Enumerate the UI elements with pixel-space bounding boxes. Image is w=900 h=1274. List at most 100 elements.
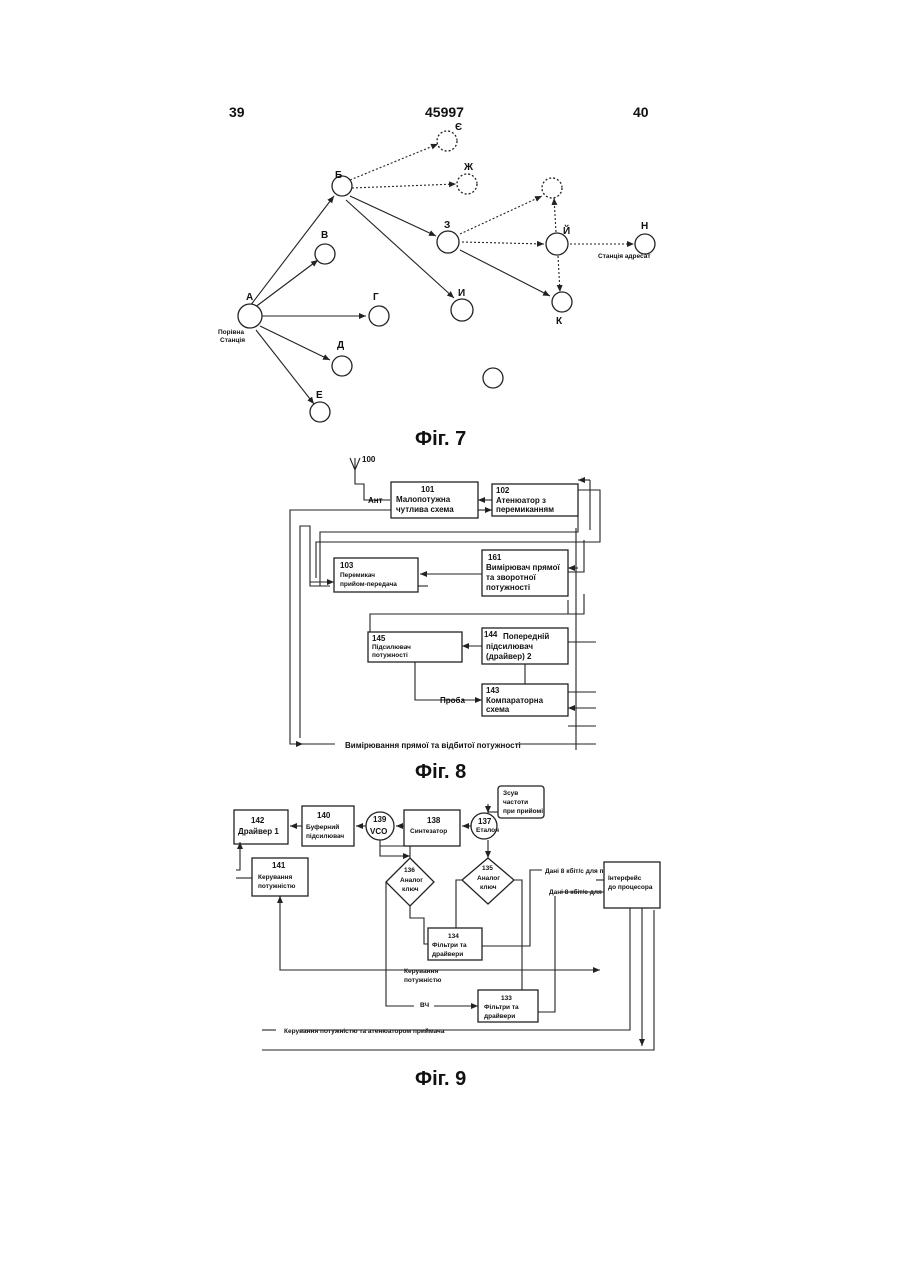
node-isolated — [483, 368, 503, 388]
node-n — [635, 234, 655, 254]
edge-a-d — [260, 326, 330, 360]
edge-z-top — [460, 196, 542, 234]
label-zh: Ж — [463, 162, 474, 173]
diagram-label: чутлива схема — [396, 505, 454, 514]
diagram-label: потужності — [372, 651, 408, 659]
diagram-label: 144 — [484, 630, 498, 639]
label-z: З — [444, 220, 450, 231]
diagram-label: та зворотної — [486, 573, 536, 582]
label-y: И — [458, 288, 465, 299]
node-v — [315, 244, 335, 264]
diagram-label: Аналог — [400, 877, 423, 884]
diagram-label: драйвери — [432, 950, 463, 958]
diagram-label: 134 — [448, 933, 459, 940]
node-e — [310, 402, 330, 422]
diagram-label: VCO — [370, 827, 387, 836]
label-yi: Й — [563, 224, 570, 237]
diagram-label: Синтезатор — [410, 828, 447, 835]
node-g — [369, 306, 389, 326]
edge-z-k — [460, 250, 550, 296]
label-k: К — [556, 316, 563, 327]
node-z — [437, 231, 459, 253]
diagram-label: Драйвер 1 — [238, 827, 279, 836]
diagram-label: 136 — [404, 867, 415, 874]
diagram-label: потужністю — [258, 882, 296, 890]
diagram-label: Вимірювач прямої — [486, 563, 560, 572]
diagram-label: Попередній — [503, 632, 549, 641]
diagram-label: Зсув — [503, 790, 518, 797]
diagram-label: Керування — [258, 874, 292, 881]
diagram-label: при прийомі — [503, 807, 543, 815]
diagram-label: частоти — [503, 799, 528, 806]
diagram-label: Малопотужна — [396, 495, 451, 504]
diagram-label: Інтерфейс — [608, 874, 642, 882]
diagram-label: (драйвер) 2 — [486, 652, 532, 661]
label-ye: Є — [455, 122, 462, 133]
power-control-1: Керування — [404, 968, 438, 975]
node-top — [542, 178, 562, 198]
diagram-label: підсилювач — [306, 832, 344, 840]
edge-yi-k — [558, 256, 560, 292]
diagram-label: Перемикач — [340, 572, 375, 579]
label-n: Н — [641, 221, 648, 232]
node-y — [451, 299, 473, 321]
diagram-label: Буферний — [306, 823, 339, 831]
diagram-label: прийом-передача — [340, 580, 397, 588]
edge-z-yi — [462, 242, 544, 244]
diagram-label: підсилювач — [486, 642, 533, 651]
diagram-label: ключ — [480, 884, 497, 891]
label-d: Д — [337, 340, 344, 351]
label-b: Б — [335, 170, 342, 181]
diagram-label: Підсилювач — [372, 643, 411, 651]
node-zh — [457, 174, 477, 194]
diagram-label: Компараторна — [486, 696, 544, 705]
diagram-label: 139 — [373, 815, 387, 824]
diagram-label: перемиканням — [496, 505, 554, 514]
edge-a-v — [254, 260, 318, 308]
fig7-caption: Фіг. 7 — [415, 428, 466, 451]
label-terminal-station: Станція адресат — [598, 252, 651, 260]
label-base-station-2: Станція — [220, 336, 245, 344]
fig7-graph: А Б В Г Д Е Є Ж З И Й К Н Порівна Станці… — [218, 122, 655, 422]
diagram-label: 141 — [272, 861, 286, 870]
diagram-label: 101 — [421, 485, 435, 494]
diagram-label: 143 — [486, 686, 500, 695]
antenna-icon — [350, 458, 390, 500]
diagram-label: Еталон — [476, 827, 499, 834]
label-a: А — [246, 292, 253, 303]
diagram-label: Аналог — [477, 875, 500, 882]
edge-b-y — [346, 200, 454, 298]
fig8-bottom-label: Вимірювання прямої та відбитої потужност… — [345, 741, 521, 750]
diagram-label: Фільтри та — [432, 941, 467, 949]
antenna-label: Ант — [368, 496, 383, 505]
node-a — [238, 304, 262, 328]
diagram-label: 140 — [317, 811, 331, 820]
diagram-label: 161 — [488, 553, 502, 562]
fig8-caption: Фіг. 8 — [415, 761, 466, 784]
diagram-label: ключ — [402, 886, 419, 893]
diagram-label: 145 — [372, 634, 386, 643]
fig9-caption: Фіг. 9 — [415, 1068, 466, 1091]
diagram-label: потужності — [486, 583, 530, 592]
diagram-label: 142 — [251, 816, 265, 825]
edge-b-zh — [352, 184, 456, 188]
label-e: Е — [316, 390, 323, 401]
diagram-label: Фільтри та — [484, 1003, 519, 1011]
node-d — [332, 356, 352, 376]
node-k — [552, 292, 572, 312]
edge-a-e — [256, 330, 314, 404]
diagram-label: 102 — [496, 486, 510, 495]
diagram-label: схема — [486, 705, 510, 714]
diagram-label: 133 — [501, 995, 512, 1002]
diagram-label: 103 — [340, 561, 354, 570]
probe-label: Проба — [440, 696, 465, 705]
label-base-station-1: Порівна — [218, 328, 244, 336]
fig9-bottom-label: Керування потужністю та атенюатором прий… — [284, 1027, 445, 1035]
label-v: В — [321, 230, 328, 241]
edge-b-ye — [350, 144, 438, 180]
diagram-label: драйвери — [484, 1012, 515, 1020]
diagram-label: 137 — [478, 817, 492, 826]
diagram-label: Атенюатор з — [496, 496, 546, 505]
diagram-label: до процесора — [608, 884, 653, 891]
edge-yi-top — [554, 198, 556, 232]
